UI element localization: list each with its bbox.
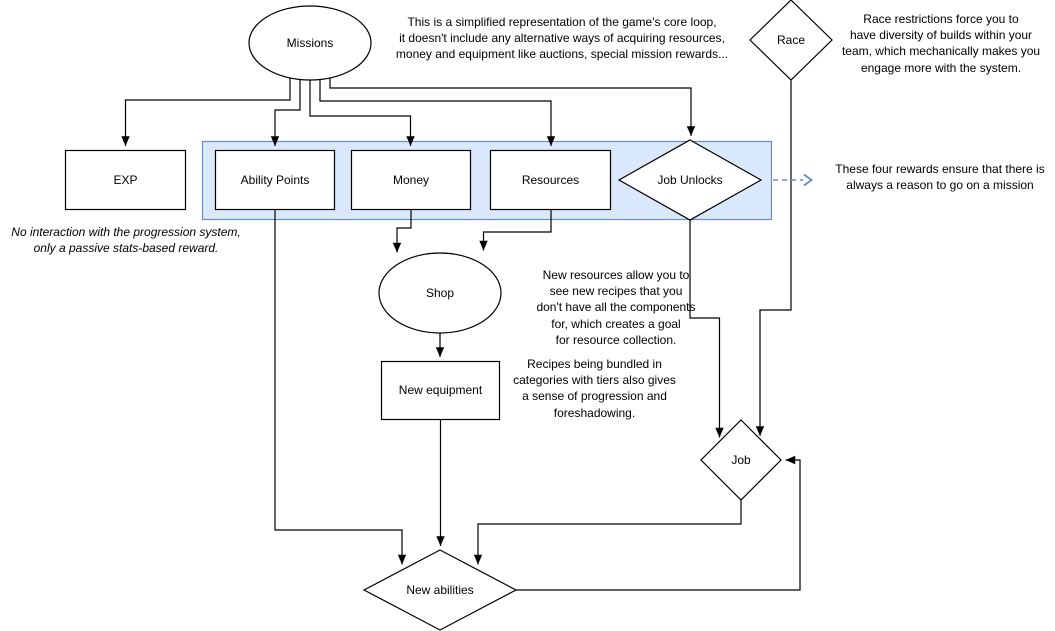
connector-new-abilities-to-job	[516, 455, 801, 591]
node-new-equipment	[380, 360, 501, 421]
connector-missions-to-job-unlocks	[329, 77, 696, 136]
note-recipe-tiers: Recipes being bundled in categories with…	[513, 357, 676, 420]
node-job	[700, 419, 782, 501]
dashed-annotation-arrowhead	[803, 173, 814, 187]
note-race-restrictions: Race restrictions force you to have dive…	[841, 12, 1041, 75]
connector-missions-to-exp	[121, 78, 291, 146]
connector-job-to-new-abilities	[473, 500, 742, 565]
connector-missions-to-resources	[319, 79, 556, 146]
note-core-loop: This is a simplified representation of t…	[395, 15, 729, 62]
node-new-abilities	[362, 549, 518, 631]
connector-ability-points-to-new-abilities	[274, 210, 407, 565]
connector-money-to-shop	[392, 210, 412, 253]
node-shop	[378, 252, 502, 334]
connector-missions-to-ability-points	[270, 79, 301, 146]
connector-race-to-job	[755, 80, 792, 436]
connector-missions-to-money	[309, 80, 415, 146]
note-shop-recipes: New resources allow you to see new recip…	[536, 268, 696, 347]
note-exp-passive: No interaction with the progression syst…	[11, 225, 241, 256]
node-job-unlocks	[617, 139, 763, 221]
node-resources	[489, 149, 612, 211]
node-exp	[64, 149, 187, 211]
node-ability-points	[214, 149, 336, 211]
connector-resources-to-shop	[479, 210, 552, 251]
node-missions	[248, 5, 372, 81]
connector-job-unlocks-to-job	[689, 220, 724, 438]
note-four-rewards: These four rewards ensure that there is …	[835, 162, 1045, 193]
node-money	[350, 149, 472, 211]
node-race	[749, 0, 833, 81]
